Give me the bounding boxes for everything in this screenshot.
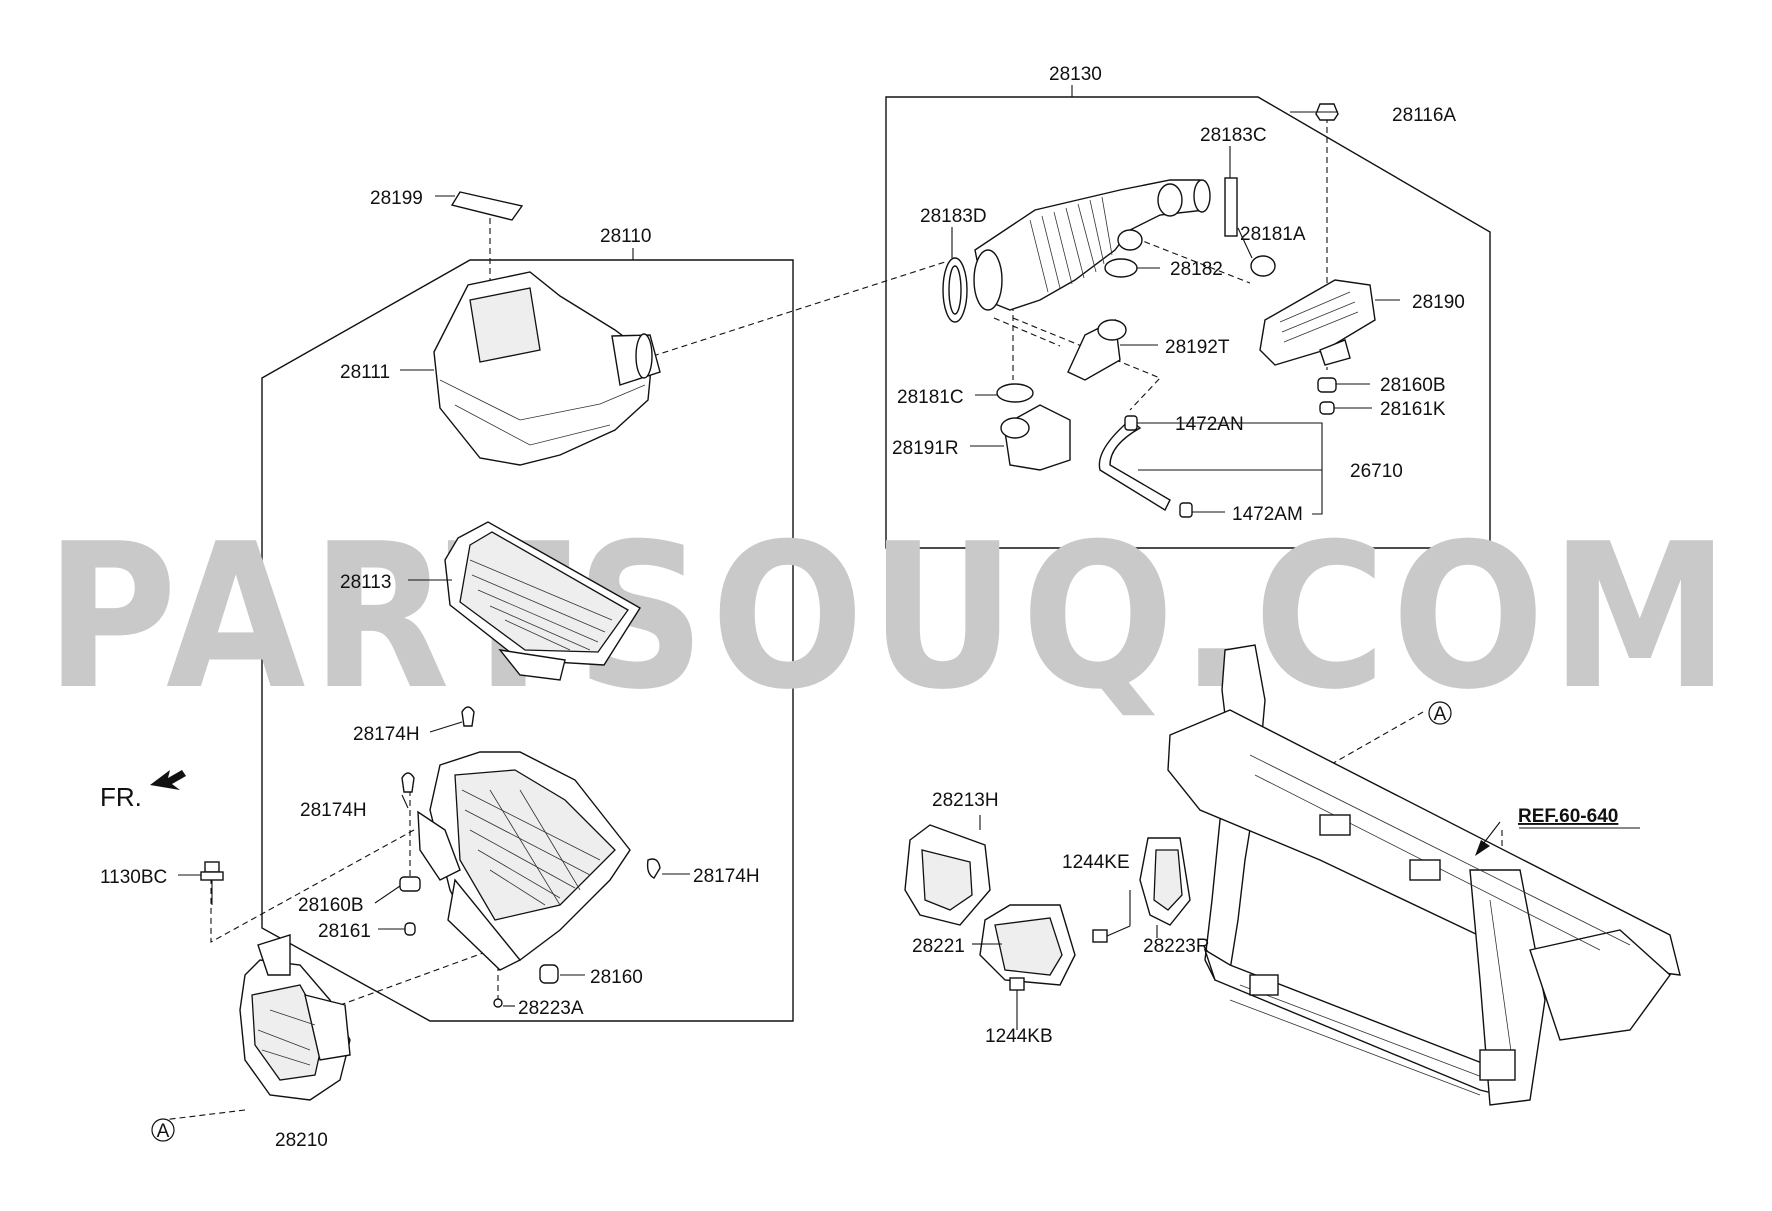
label-28210: 28210 — [275, 1130, 328, 1151]
label-28192T: 28192T — [1165, 337, 1230, 358]
air-duct-28221 — [979, 904, 1076, 986]
label-28174H-a: 28174H — [353, 724, 420, 745]
label-28181A: 28181A — [1240, 224, 1306, 245]
label-28199: 28199 — [370, 188, 423, 209]
label-28223R: 28223R — [1143, 936, 1210, 957]
assembly-box-28110 — [261, 248, 794, 1022]
callout-marker-a: A — [1428, 701, 1452, 725]
grommet-28161K — [1319, 401, 1335, 415]
label-28116A: 28116A — [1392, 105, 1456, 126]
label-28113: 28113 — [340, 572, 391, 593]
label-28183C: 28183C — [1200, 125, 1267, 146]
air-duct-28210 — [239, 934, 351, 1101]
label-28174H-b: 28174H — [300, 800, 367, 821]
label-28174H-c: 28174H — [693, 866, 760, 887]
air-cleaner-cover-28111 — [433, 271, 661, 466]
clamp-1472AM — [1179, 502, 1193, 518]
label-28161: 28161 — [318, 921, 371, 942]
clamp-28183D — [942, 257, 968, 323]
label-28191R: 28191R — [892, 438, 959, 459]
assembly-lines — [162, 117, 1503, 1121]
assembly-box-28130 — [885, 85, 1491, 549]
duct-28191R — [1000, 404, 1071, 471]
air-guide-28213H — [904, 824, 991, 926]
reference-label: REF.60-640 — [1518, 806, 1618, 827]
label-26710: 26710 — [1350, 461, 1403, 482]
strap-28183C — [1224, 177, 1238, 237]
resonator-28190 — [1259, 279, 1376, 366]
radiator-support-panel — [1167, 644, 1681, 1106]
grommet-28160 — [539, 964, 559, 984]
callout-marker-a-2: A — [151, 1118, 175, 1142]
label-28160: 28160 — [590, 967, 643, 988]
clip-28174H — [401, 706, 661, 879]
label-28190: 28190 — [1412, 292, 1465, 313]
label-1244KE: 1244KE — [1062, 852, 1130, 873]
clamp-28181C — [996, 383, 1034, 403]
label-28160B: 28160B — [298, 895, 364, 916]
clamp-28182 — [1104, 258, 1138, 278]
hose-26710 — [1098, 419, 1171, 511]
label-1244KB: 1244KB — [985, 1026, 1053, 1047]
air-filter-28113 — [444, 521, 641, 681]
air-cleaner-lower-case — [417, 751, 631, 971]
label-28213H: 28213H — [932, 790, 999, 811]
label-1130BC: 1130BC — [100, 867, 167, 888]
label-28130: 28130 — [1049, 64, 1102, 85]
clamp-1472AN — [1124, 415, 1138, 431]
bolt-1244KB — [1009, 977, 1025, 1010]
callout-marker-a-text: A — [1434, 704, 1447, 725]
leader-lines — [178, 111, 1640, 1030]
air-guide-28223R — [1139, 837, 1191, 926]
label-28183D: 28183D — [920, 206, 987, 227]
label-tag-28199 — [450, 191, 524, 221]
label-28110: 28110 — [600, 226, 651, 247]
hose-28192T — [1067, 318, 1127, 381]
direction-label: FR. — [100, 782, 142, 812]
label-1472AM: 1472AM — [1232, 504, 1303, 525]
label-1472AN: 1472AN — [1175, 414, 1244, 435]
grommet-28160B — [399, 876, 421, 892]
watermark-text: PARTSOUQ.COM — [45, 501, 1735, 734]
reference-arrow — [1475, 821, 1501, 856]
label-28221: 28221 — [912, 936, 965, 957]
grommet-28160B-top — [1317, 377, 1337, 393]
label-28111: 28111 — [340, 362, 390, 383]
intake-hose-28130 — [973, 179, 1211, 311]
label-28182: 28182 — [1170, 259, 1223, 280]
front-arrow-icon — [150, 770, 186, 790]
label-28160B-top: 28160B — [1380, 375, 1446, 396]
label-28161K: 28161K — [1380, 399, 1446, 420]
callout-marker-a-text-2: A — [157, 1121, 170, 1142]
label-28181C: 28181C — [897, 387, 964, 408]
clamp-28181A — [1250, 255, 1276, 277]
pin-28223A — [493, 998, 503, 1008]
label-28223A: 28223A — [518, 998, 584, 1019]
bolt-1130BC — [200, 861, 224, 905]
grommet-28161 — [404, 922, 416, 936]
bolt-1244KE — [1092, 925, 1131, 943]
